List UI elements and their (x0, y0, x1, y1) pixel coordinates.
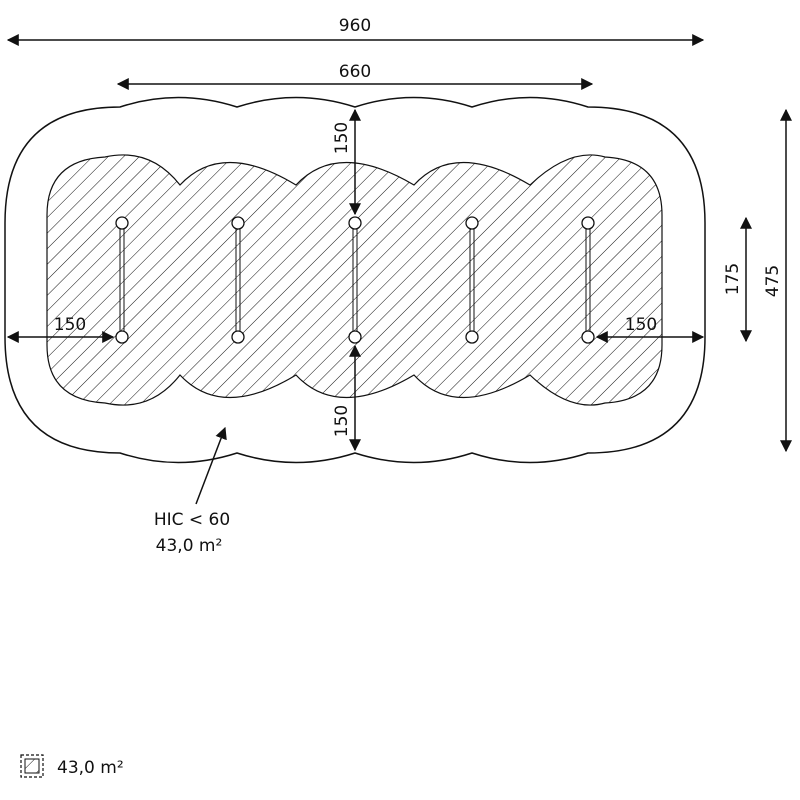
legend-hatched-area-icon (20, 754, 44, 778)
dimension-label-inner-height: 175 (723, 263, 743, 295)
outer-safety-zone (4, 96, 706, 464)
dimension-label-inner-width: 660 (339, 62, 371, 82)
callout-leader (195, 426, 227, 505)
post-pair (348, 216, 362, 344)
post-pair (115, 216, 129, 344)
dimension-label-right-margin: 150 (625, 315, 657, 335)
dimension-label-left-margin: 150 (54, 315, 86, 335)
dimension-label-top-margin: 150 (332, 122, 352, 154)
post-pair (465, 216, 479, 344)
dimension-label-bottom-margin: 150 (332, 405, 352, 437)
callout-hic-label: HIC < 60 (154, 510, 230, 530)
dimension-label-overall-width: 960 (339, 16, 371, 36)
post-pair (581, 216, 595, 344)
hatched-impact-area (46, 154, 663, 406)
dimension-label-overall-height: 475 (763, 265, 783, 297)
callout-area-label: 43,0 m² (156, 536, 223, 556)
legend-area-label: 43,0 m² (57, 758, 124, 778)
post-pair (231, 216, 245, 344)
